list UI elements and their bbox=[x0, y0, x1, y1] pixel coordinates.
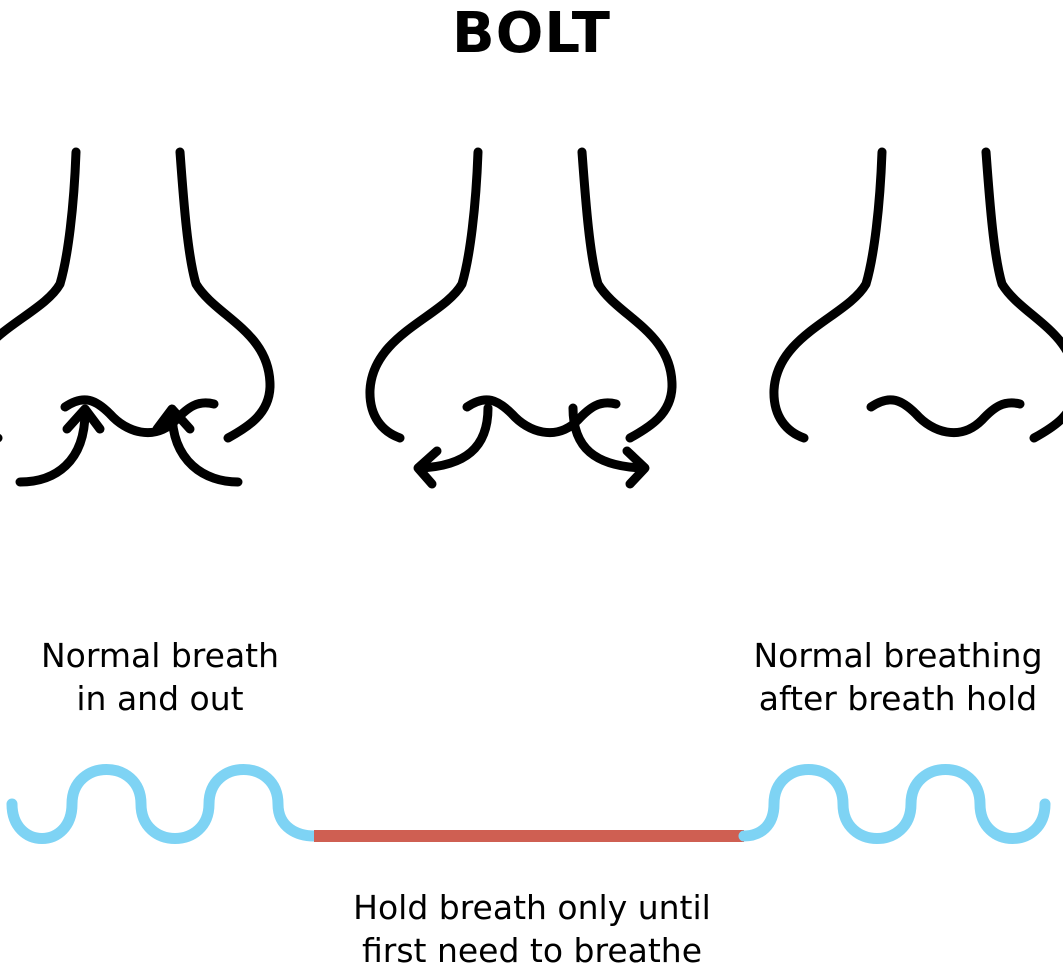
label-after-hold-line-1: Normal breathing bbox=[753, 636, 1043, 675]
nose-inhale-icon bbox=[0, 152, 270, 487]
normal-breathing-wave-right bbox=[738, 764, 1051, 844]
exhale-arrowhead-left bbox=[413, 446, 442, 489]
label-normal-breath-line-2: in and out bbox=[76, 679, 244, 718]
normal-breathing-wave-left bbox=[6, 764, 320, 844]
diagram-title: BOLT bbox=[452, 1, 611, 66]
nose-exhale-icon bbox=[370, 152, 672, 489]
inhale-arrowhead-left bbox=[62, 404, 105, 434]
label-normal-breath-line-1: Normal breath bbox=[40, 636, 280, 675]
label-hold-breath: Hold breath only until first need to bre… bbox=[282, 886, 782, 972]
inhale-arrow-left bbox=[15, 407, 90, 487]
label-after-hold-line-2: after breath hold bbox=[758, 679, 1038, 718]
nose-hold-icon bbox=[774, 152, 1063, 438]
inhale-arrow-right bbox=[167, 407, 243, 487]
label-hold-breath-line-2: first need to breathe bbox=[361, 931, 703, 970]
exhale-arrow-left bbox=[415, 403, 493, 473]
exhale-arrow-right bbox=[568, 403, 647, 473]
label-normal-breath: Normal breath in and out bbox=[10, 634, 310, 720]
exhale-arrowhead-right bbox=[622, 446, 650, 489]
label-hold-breath-line-1: Hold breath only until bbox=[353, 888, 711, 927]
label-after-hold: Normal breathing after breath hold bbox=[728, 634, 1063, 720]
inhale-arrowhead-right bbox=[152, 404, 195, 434]
